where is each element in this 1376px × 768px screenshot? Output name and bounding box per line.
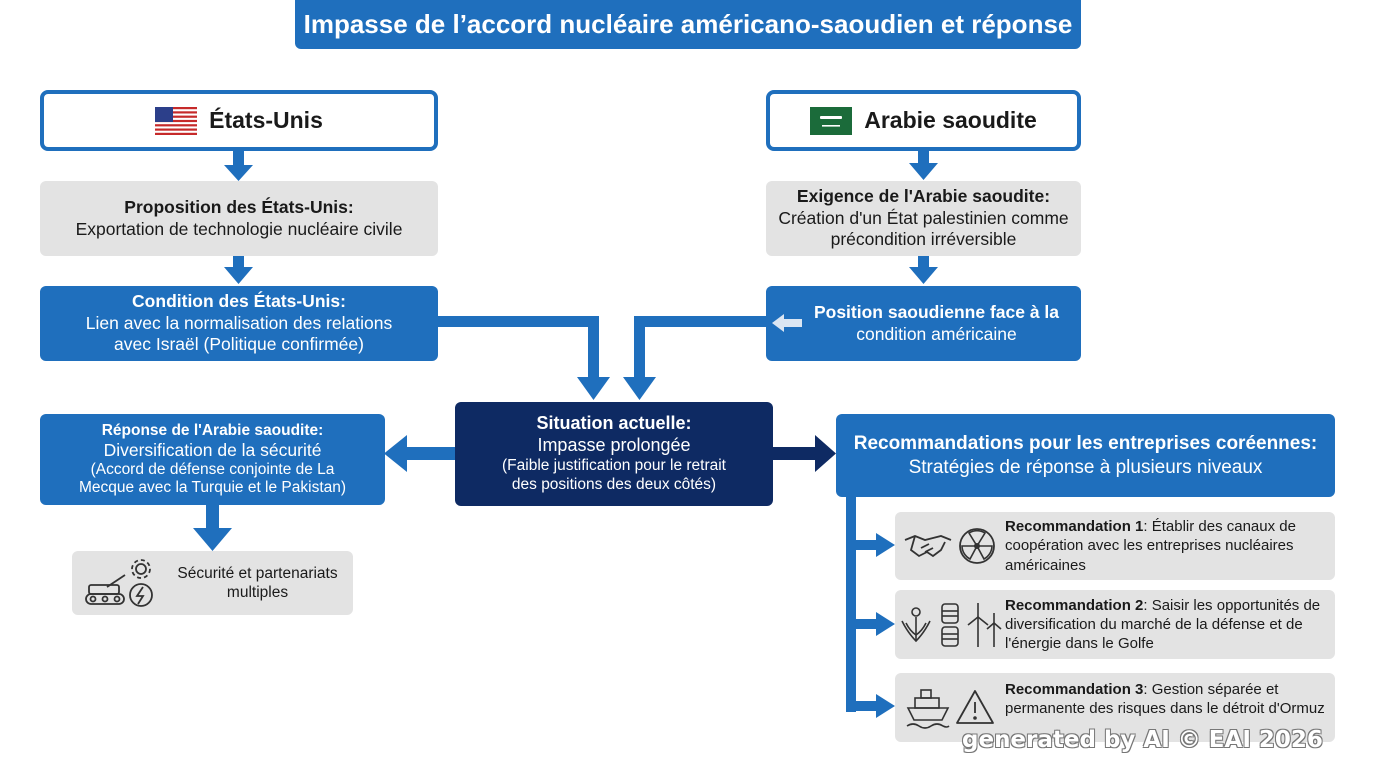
recommendation-2-icons xyxy=(895,601,1005,649)
recommendation-2-box: Recommandation 2: Saisir les opportunité… xyxy=(895,590,1335,659)
recommendation-2-label: Recommandation 2 xyxy=(1005,596,1144,614)
page-title: Impasse de l’accord nucléaire américano-… xyxy=(295,0,1081,49)
us-condition-line1: Lien avec la normalisation des relations xyxy=(85,312,393,333)
recommendation-1-text-block: Recommandation 1: Établir des canaux de … xyxy=(1005,517,1335,574)
radiation-icon xyxy=(959,528,995,564)
recommendation-3-text: : Gestion séparée et permanente des risq… xyxy=(1005,681,1325,718)
recommendations-header-box: Recommandations pour les entreprises cor… xyxy=(836,414,1335,497)
recommendation-2-text: : Saisir les opportunités de diversifica… xyxy=(1005,596,1321,653)
recommendation-3-box: Recommandation 3: Gestion séparée et per… xyxy=(895,673,1335,742)
recommendation-1-box: Recommandation 1: Établir des canaux de … xyxy=(895,512,1335,580)
saudi-position-line2: condition américaine xyxy=(856,323,1017,344)
arrow-left-icon xyxy=(772,314,802,332)
country-header-saudi: Arabie saoudite xyxy=(766,90,1081,151)
oil-barrel-icon xyxy=(941,602,959,647)
recommendation-3-icons xyxy=(895,686,1005,730)
saudi-position-line1: Position saoudienne face à la xyxy=(813,302,1060,323)
ship-icon xyxy=(906,689,950,729)
us-condition-box: Condition des États-Unis: Lien avec la n… xyxy=(40,286,438,361)
saudi-demand-line1: Création d'un État palestinien comme xyxy=(778,207,1069,228)
emblem-icon xyxy=(901,606,931,642)
security-icons xyxy=(72,555,162,611)
recommendation-3-label: Recommandation 3 xyxy=(1005,681,1144,698)
situation-line3: des positions des deux côtés) xyxy=(511,475,717,493)
page-title-text: Impasse de l’accord nucléaire américano-… xyxy=(303,9,1073,39)
warning-icon xyxy=(956,690,994,724)
us-condition-line2: avec Israël (Politique confirmée) xyxy=(114,334,364,355)
recommendation-1-text: : Établir des canaux de coopération avec… xyxy=(1005,518,1296,574)
saudi-demand-title: Exigence de l'Arabie saoudite: xyxy=(796,186,1051,207)
us-proposal-box: Proposition des États-Unis: Exportation … xyxy=(40,181,438,256)
saudi-demand-line2: précondition irréversible xyxy=(830,229,1017,250)
saudi-demand-box: Exigence de l'Arabie saoudite: Création … xyxy=(766,181,1081,256)
security-line1: Sécurité et partenariats xyxy=(177,564,338,582)
country-name-usa: États-Unis xyxy=(209,107,323,133)
us-proposal-text: Exportation de technologie nucléaire civ… xyxy=(75,218,403,239)
watermark: generated by AI © EAI 2026 xyxy=(962,727,1323,753)
country-header-usa: États-Unis xyxy=(40,90,438,151)
situation-line1: Impasse prolongée xyxy=(537,435,691,456)
country-name-saudi: Arabie saoudite xyxy=(864,107,1037,133)
recommendation-1-label: Recommandation 1 xyxy=(1005,518,1144,536)
security-line2: multiples xyxy=(226,584,289,601)
saudi-flag-icon xyxy=(810,106,853,135)
response-line2: (Accord de défense conjointe de La xyxy=(90,460,335,478)
security-partnerships-box: Sécurité et partenariats multiples xyxy=(72,551,353,615)
response-line1: Diversification de la sécurité xyxy=(103,440,322,461)
wind-turbine-icon xyxy=(967,602,1002,647)
current-situation-box: Situation actuelle: Impasse prolongée (F… xyxy=(455,402,773,506)
tank-icon xyxy=(85,574,126,605)
recommendation-1-icons xyxy=(895,526,1005,566)
saudi-response-box: Réponse de l'Arabie saoudite: Diversific… xyxy=(40,414,385,505)
recommendation-3-text-block: Recommandation 3: Gestion séparée et per… xyxy=(1005,680,1335,718)
us-flag-icon xyxy=(155,106,198,135)
gear-icon xyxy=(131,559,151,579)
recommendations-subtitle: Stratégies de réponse à plusieurs niveau… xyxy=(908,456,1263,478)
recommendations-title: Recommandations pour les entreprises cor… xyxy=(853,433,1318,455)
handshake-icon xyxy=(904,535,952,558)
response-title: Réponse de l'Arabie saoudite: xyxy=(101,421,324,439)
response-line3: Mecque avec la Turquie et le Pakistan) xyxy=(78,478,347,496)
lightning-icon xyxy=(129,583,153,607)
saudi-position-box: Position saoudienne face à la condition … xyxy=(766,286,1081,361)
situation-title: Situation actuelle: xyxy=(536,413,692,434)
us-proposal-title: Proposition des États-Unis: xyxy=(124,197,354,218)
situation-line2: (Faible justification pour le retrait xyxy=(502,457,726,475)
security-icon-group xyxy=(85,559,153,607)
us-condition-title: Condition des États-Unis: xyxy=(132,291,346,312)
recommendation-2-text-block: Recommandation 2: Saisir les opportunité… xyxy=(1005,596,1335,653)
